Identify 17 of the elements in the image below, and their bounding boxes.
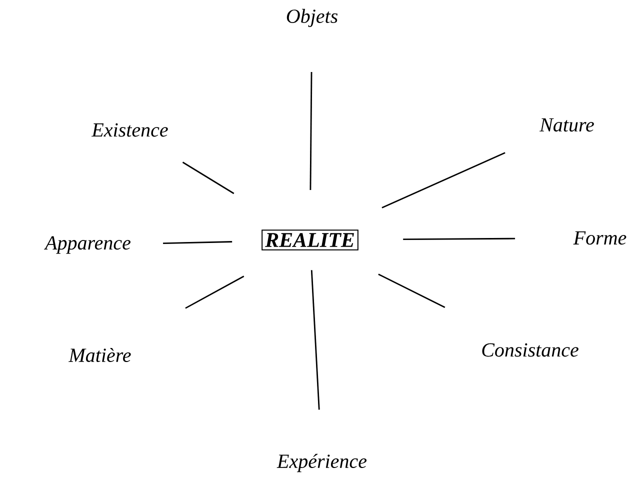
connector-line xyxy=(378,274,446,308)
connector-line xyxy=(382,152,506,208)
concept-label: Consistance xyxy=(482,343,578,357)
connector-line xyxy=(310,270,320,410)
concept-label: Matière xyxy=(68,348,131,362)
connector-line xyxy=(403,238,516,240)
concept-label: Apparence xyxy=(44,236,130,254)
concept-label: Expérience xyxy=(276,454,367,472)
connector-line xyxy=(310,72,312,190)
concept-label: Existence xyxy=(91,123,168,137)
concept-label: Forme xyxy=(573,231,626,245)
connector-line xyxy=(182,162,234,194)
concept-label: Nature xyxy=(539,118,594,132)
connector-line xyxy=(163,241,232,244)
title-box: REALITE xyxy=(262,230,358,250)
connector-line xyxy=(185,276,244,309)
concept-label: Objets xyxy=(286,8,338,28)
